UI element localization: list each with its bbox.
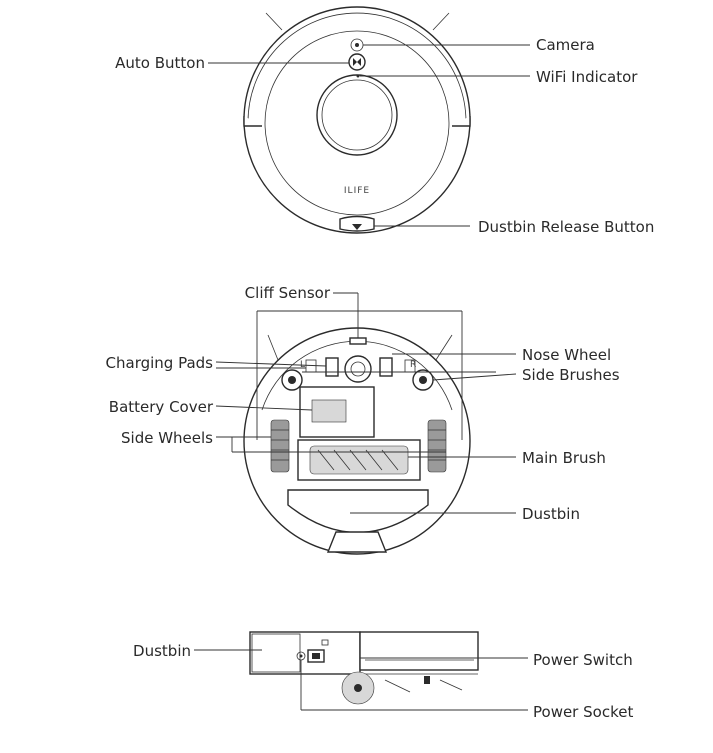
battery-cover-label-plate [311, 399, 347, 423]
label-charging-pads: Charging Pads [106, 354, 214, 372]
nose-wheel [344, 355, 372, 383]
camera-lens [355, 43, 359, 47]
side-brush-bristle-1 [384, 679, 411, 693]
side-wheel-hub [354, 684, 362, 692]
label-side-brushes: Side Brushes [522, 366, 620, 384]
top-center-disc-outer [316, 74, 398, 156]
side-wheel-left [270, 419, 290, 473]
top-view: ILIFE Auto Button Camera WiFi Indicator … [115, 6, 654, 236]
wifi-indicator-icon [356, 74, 360, 78]
charging-pads-leader [215, 361, 327, 367]
power-switch-toggle [312, 653, 320, 659]
label-side-wheels: Side Wheels [121, 429, 213, 447]
auto-button-glyph [353, 58, 361, 66]
dustbin-bottom-tab [326, 531, 388, 553]
label-power-switch: Power Switch [533, 651, 633, 669]
label-cliff-sensor: Cliff Sensor [245, 284, 331, 302]
side-brush-left-hub [288, 376, 296, 384]
label-battery-cover: Battery Cover [109, 398, 214, 416]
top-lid-ring [264, 30, 450, 216]
wheel-right-mark: R [410, 360, 417, 370]
side-dustbin [249, 631, 361, 675]
side-indicator [321, 639, 329, 646]
front-cliff-sensor [349, 337, 367, 345]
label-dustbin-side: Dustbin [133, 642, 191, 660]
label-auto-button: Auto Button [115, 54, 205, 72]
label-main-brush: Main Brush [522, 449, 606, 467]
brand-logo: ILIFE [344, 186, 370, 196]
side-wheel-right [427, 419, 447, 473]
side-dustbin-panel [251, 633, 301, 673]
side-view: Dustbin Power Switch Power Socket [133, 631, 633, 721]
charging-pad-left [325, 357, 339, 377]
battery-cover-leader [215, 405, 313, 411]
top-center-disc-inner [321, 79, 393, 151]
side-robot-body [359, 631, 479, 671]
side-nose-wheel [424, 676, 430, 684]
charging-pad-right [379, 357, 393, 377]
label-wifi-indicator: WiFi Indicator [536, 68, 638, 86]
side-brushes-leader [432, 373, 517, 381]
label-camera: Camera [536, 36, 595, 54]
top-right-brush-bristle [432, 12, 450, 31]
release-arrow-icon [352, 224, 362, 230]
power-socket-pin [299, 654, 303, 658]
side-brush-bristle-2 [439, 679, 463, 691]
label-dustbin-release-button: Dustbin Release Button [478, 218, 654, 236]
main-brush-bristles [317, 449, 399, 471]
top-left-brush-bristle [265, 12, 283, 31]
nose-wheel-hub [350, 361, 366, 377]
dustbin-release-button[interactable] [339, 215, 375, 232]
bottom-view: L R Cliff Sensor [106, 284, 620, 555]
top-right-wing [452, 116, 471, 127]
label-dustbin-bottom: Dustbin [522, 505, 580, 523]
label-power-socket: Power Socket [533, 703, 633, 721]
side-brush-right-hub [419, 376, 427, 384]
main-brush [309, 445, 409, 475]
top-left-wing [243, 116, 262, 127]
top-bumper-arc [247, 12, 467, 123]
label-nose-wheel: Nose Wheel [522, 346, 611, 364]
